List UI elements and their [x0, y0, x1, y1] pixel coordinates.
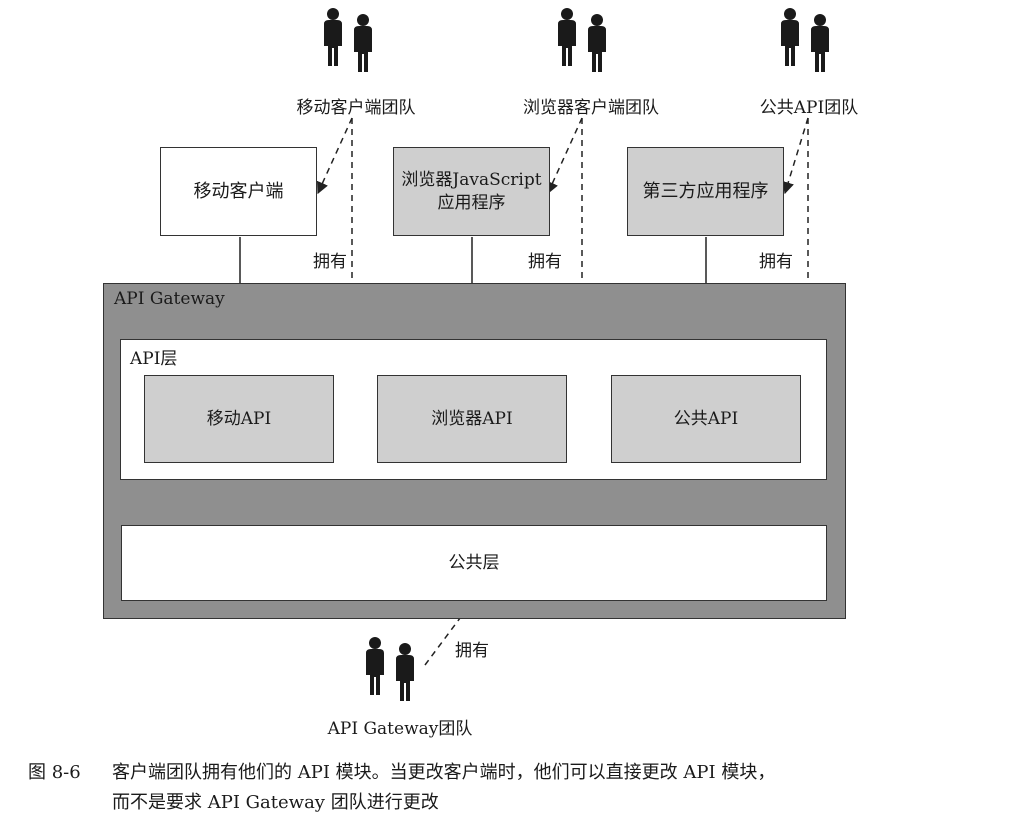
browser-api-module: 浏览器API	[377, 375, 567, 463]
person-pair-icon	[781, 8, 829, 72]
owns-label: 拥有	[455, 641, 489, 661]
browser-team-owns-client	[546, 117, 583, 195]
third-party-client-box: 第三方应用程序	[627, 147, 784, 236]
common-layer-label: 公共层	[448, 552, 500, 573]
public-team-label: 公共API团队	[759, 98, 859, 118]
browser-client-box: 浏览器JavaScript 应用程序	[393, 147, 550, 236]
browser-team-label: 浏览器客户端团队	[523, 98, 659, 118]
public-api-module: 公共API	[611, 375, 801, 463]
owns-label: 拥有	[759, 252, 793, 272]
person-pair-icon	[558, 8, 606, 72]
mobile-client-box: 移动客户端	[160, 147, 317, 236]
owns-label: 拥有	[313, 252, 347, 272]
browser-api-label: 浏览器API	[431, 408, 513, 429]
person-pair-icon	[324, 8, 372, 72]
public-team-owns-client	[782, 117, 809, 195]
api-gateway-title: API Gateway	[114, 289, 225, 309]
mobile-team-owns-client	[316, 117, 353, 195]
caption-line-2: 而不是要求 API Gateway 团队进行更改	[112, 792, 439, 813]
third-party-client-label: 第三方应用程序	[642, 180, 769, 202]
public-api-label: 公共API	[673, 408, 739, 429]
browser-client-label: 浏览器JavaScript 应用程序	[401, 170, 542, 213]
owns-label: 拥有	[528, 252, 562, 272]
common-layer: 公共层	[121, 525, 827, 601]
figure-number: 图 8-6	[28, 762, 81, 783]
mobile-team-label: 移动客户端团队	[296, 98, 416, 118]
caption-line-1: 客户端团队拥有他们的 API 模块。当更改客户端时，他们可以直接更改 API 模…	[112, 762, 776, 783]
mobile-api-label: 移动API	[206, 408, 272, 429]
gateway-team-label: API Gateway团队	[327, 719, 473, 739]
gateway-team-owns-common	[424, 601, 473, 666]
api-layer-title: API层	[130, 349, 178, 369]
person-pair-icon	[366, 637, 414, 701]
mobile-client-label: 移动客户端	[193, 180, 284, 202]
mobile-api-module: 移动API	[144, 375, 334, 463]
